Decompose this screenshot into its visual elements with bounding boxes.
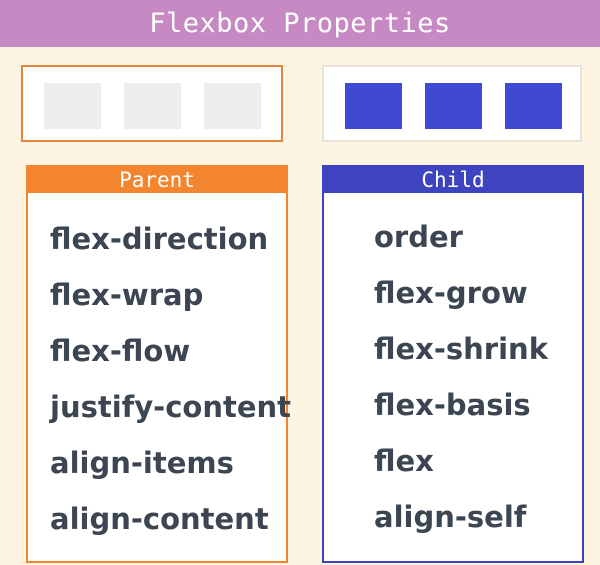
child-header: Child <box>324 167 582 193</box>
parent-item-2 <box>124 83 181 129</box>
child-item-1 <box>345 83 402 129</box>
page-title: Flexbox Properties <box>149 8 451 39</box>
child-property: flex <box>374 444 434 478</box>
parent-property: flex-wrap <box>50 278 204 312</box>
child-properties-panel: Child order flex-grow flex-shrink flex-b… <box>322 165 584 563</box>
child-property: flex-grow <box>374 276 528 310</box>
child-property: order <box>374 220 463 254</box>
parent-property: justify-content <box>50 390 292 424</box>
child-property: flex-basis <box>374 388 531 422</box>
parent-properties-panel: Parent flex-direction flex-wrap flex-flo… <box>26 165 292 563</box>
parent-container-illustration <box>21 65 283 142</box>
parent-property: align-items <box>50 446 234 480</box>
child-item-3 <box>505 83 562 129</box>
child-item-2 <box>425 83 482 129</box>
parent-property: flex-flow <box>50 334 191 368</box>
parent-property: align-content <box>50 502 269 536</box>
child-property: align-self <box>374 500 527 534</box>
title-bar: Flexbox Properties <box>0 0 600 47</box>
parent-property: flex-direction <box>50 222 269 256</box>
child-items-illustration <box>322 65 582 142</box>
child-property: flex-shrink <box>374 332 548 366</box>
parent-item-3 <box>204 83 261 129</box>
parent-header: Parent <box>28 167 286 193</box>
parent-item-1 <box>44 83 101 129</box>
